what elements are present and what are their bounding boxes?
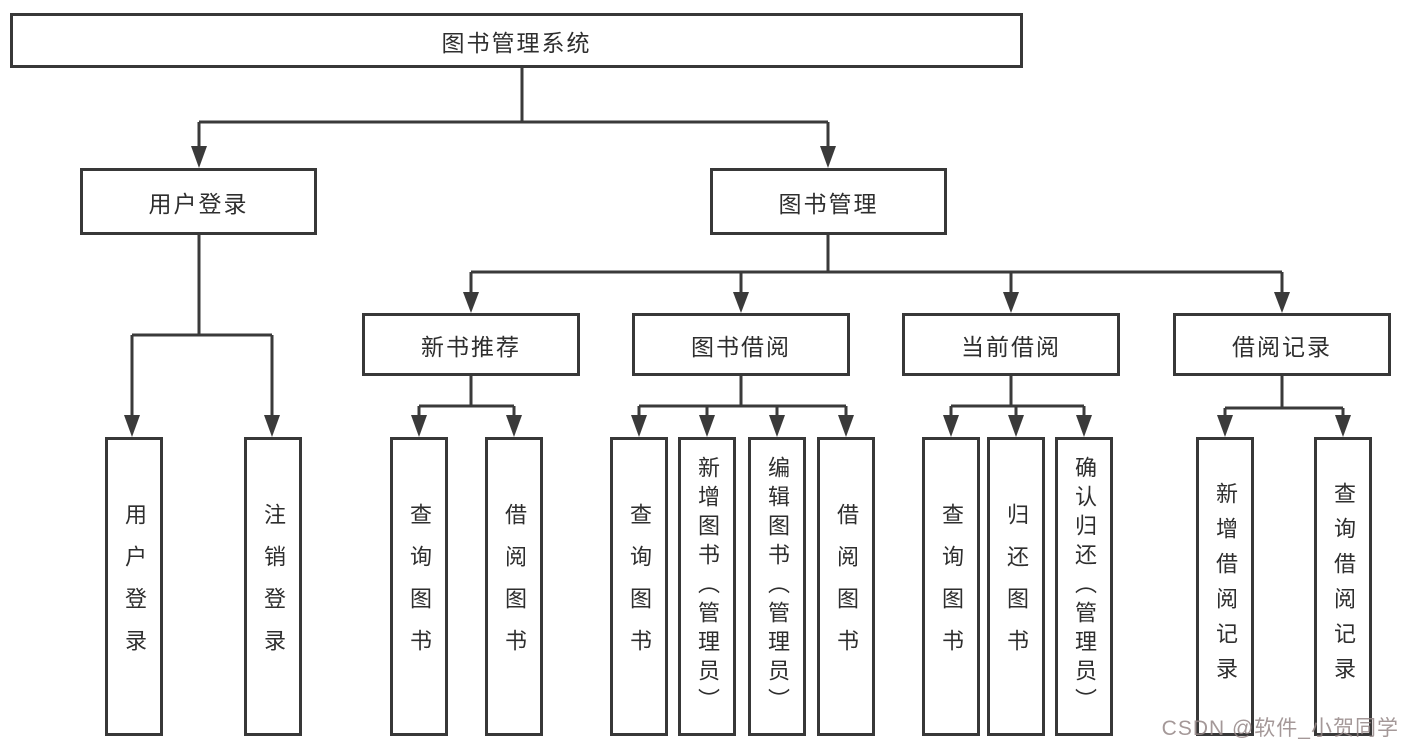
leaf-add-borrow-record: 新增借阅记录 [1196,437,1254,736]
csdn-watermark: CSDN @软件_小贺同学 [1161,717,1399,740]
leaf-query-books-recommend: 查询图书 [390,437,448,736]
node-label: 用户登录 [122,502,147,671]
leaf-confirm-return-admin: 确认归还（管理员） [1055,437,1113,736]
node-label: 新书推荐 [421,333,521,360]
leaf-query-books-current: 查询图书 [922,437,980,736]
node-label: 图书借阅 [691,333,791,360]
node-label: 确认归还（管理员） [1072,456,1097,717]
node-label: 用户登录 [148,190,249,217]
leaf-query-books-borrowing: 查询图书 [610,437,668,736]
node-root-library-management-system: 图书管理系统 [10,13,1023,68]
node-label: 当前借阅 [961,333,1061,360]
node-label: 注销登录 [261,502,286,671]
node-label: 查询借阅记录 [1331,481,1356,692]
node-label: 编辑图书（管理员） [765,456,790,717]
node-current-borrowing: 当前借阅 [902,313,1120,376]
leaf-return-book: 归还图书 [987,437,1045,736]
leaf-logout: 注销登录 [244,437,302,736]
node-label: 图书管理系统 [441,29,592,56]
node-label: 借阅记录 [1232,333,1332,360]
node-label: 借阅图书 [834,502,859,671]
node-label: 归还图书 [1004,502,1029,671]
leaf-user-login: 用户登录 [105,437,163,736]
node-label: 查询图书 [939,502,964,671]
node-label: 借阅图书 [502,502,527,671]
node-label: 图书管理 [778,190,879,217]
node-label: 新增图书（管理员） [695,456,720,717]
node-new-book-recommend: 新书推荐 [362,313,580,376]
leaf-borrow-books-borrowing: 借阅图书 [817,437,875,736]
leaf-query-borrow-record: 查询借阅记录 [1314,437,1372,736]
node-book-management: 图书管理 [710,168,947,235]
node-label: 查询图书 [627,502,652,671]
node-borrow-records: 借阅记录 [1173,313,1391,376]
leaf-edit-book-admin: 编辑图书（管理员） [748,437,806,736]
node-label: 查询图书 [407,502,432,671]
leaf-add-book-admin: 新增图书（管理员） [678,437,736,736]
leaf-borrow-books-recommend: 借阅图书 [485,437,543,736]
node-book-borrowing: 图书借阅 [632,313,850,376]
node-label: 新增借阅记录 [1213,481,1238,692]
node-user-login: 用户登录 [80,168,317,235]
